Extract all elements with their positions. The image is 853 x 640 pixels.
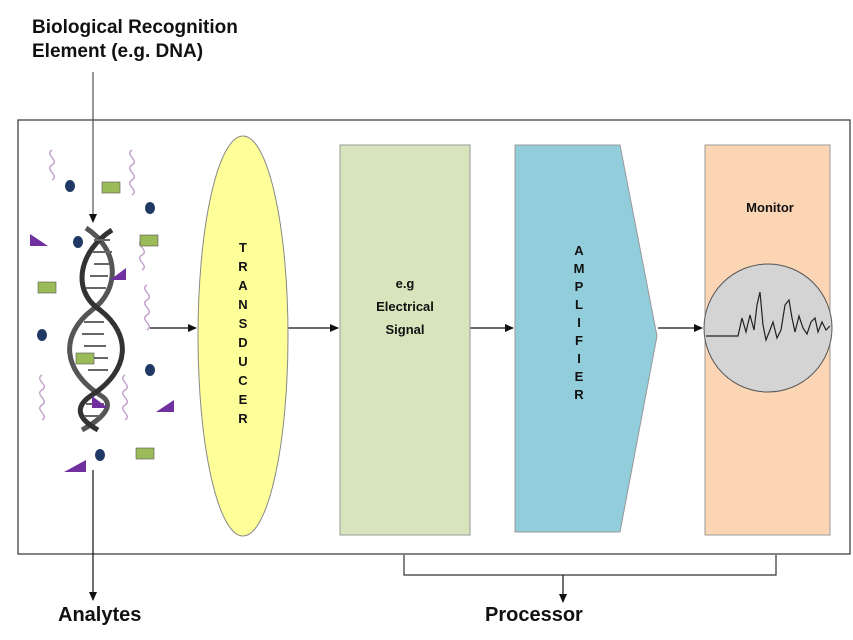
recognition-label-line1: Biological Recognition [32, 17, 238, 38]
recognition-label-line2: Element (e.g. DNA) [32, 41, 204, 62]
monitor-screen [703, 263, 833, 393]
analyte-triangle [110, 268, 126, 280]
stacked-letter: R [238, 411, 248, 426]
signal-label-line1: e.g [395, 276, 415, 291]
monitor-label: Monitor [746, 200, 794, 215]
analyte-circle [145, 364, 155, 376]
analyte-rect [101, 181, 121, 194]
analytes-label: Analytes [58, 604, 142, 626]
stacked-letter: L [575, 297, 583, 312]
analyte-circle [95, 449, 105, 461]
stacked-letter: M [573, 261, 585, 276]
recognition-element-label: Biological Recognition Element (e.g. DNA… [32, 16, 238, 64]
squiggle-line [49, 149, 55, 181]
analyte-rect [75, 352, 95, 365]
stacked-letter: U [238, 354, 248, 369]
amplifier-shape [514, 144, 658, 533]
stacked-letter: I [577, 315, 581, 330]
analyte-circles [37, 180, 155, 461]
analyte-triangle [92, 396, 108, 408]
squiggle-line [39, 374, 45, 421]
signal-label-line3: Signal [385, 322, 425, 337]
analyte-rect [139, 234, 159, 247]
analyte-triangle [30, 234, 48, 246]
stacked-letter: A [574, 243, 584, 258]
electrical-signal-label: e.g Electrical Signal [340, 272, 470, 341]
stacked-letter: N [238, 297, 248, 312]
stacked-letter: E [238, 392, 248, 407]
squiggle-line [129, 149, 135, 196]
stacked-letter: R [238, 259, 248, 274]
analyte-triangles [30, 234, 174, 472]
stacked-letter: T [239, 240, 247, 255]
analyte-circle [37, 329, 47, 341]
dna-helix-icon [67, 225, 125, 433]
stacked-letter: C [238, 373, 248, 388]
squiggle-group [39, 149, 150, 421]
processor-label: Processor [485, 604, 583, 626]
stacked-letter: S [238, 316, 248, 331]
stacked-letter: D [238, 335, 248, 350]
analyte-circle [65, 180, 75, 192]
stacked-letter: I [577, 351, 581, 366]
signal-label-line2: Electrical [376, 299, 434, 314]
transducer-ellipse [197, 135, 289, 537]
squiggle-line [144, 284, 150, 331]
analyte-triangle [64, 460, 86, 472]
analyte-rect [37, 281, 57, 294]
analyte-triangle [156, 400, 174, 412]
electrical-signal-box [339, 144, 471, 536]
stacked-letter: A [238, 278, 248, 293]
squiggle-line [122, 374, 128, 421]
analyte-rect [135, 447, 155, 460]
stacked-letter: P [574, 279, 584, 294]
stacked-letter: F [575, 333, 583, 348]
stacked-letter: E [574, 369, 584, 384]
signal-trace [706, 291, 831, 343]
analyte-circle [145, 202, 155, 214]
processor-bracket [403, 555, 777, 576]
analyte-rects [37, 181, 159, 460]
stacked-letter: R [574, 387, 584, 402]
analyte-circle [73, 236, 83, 248]
